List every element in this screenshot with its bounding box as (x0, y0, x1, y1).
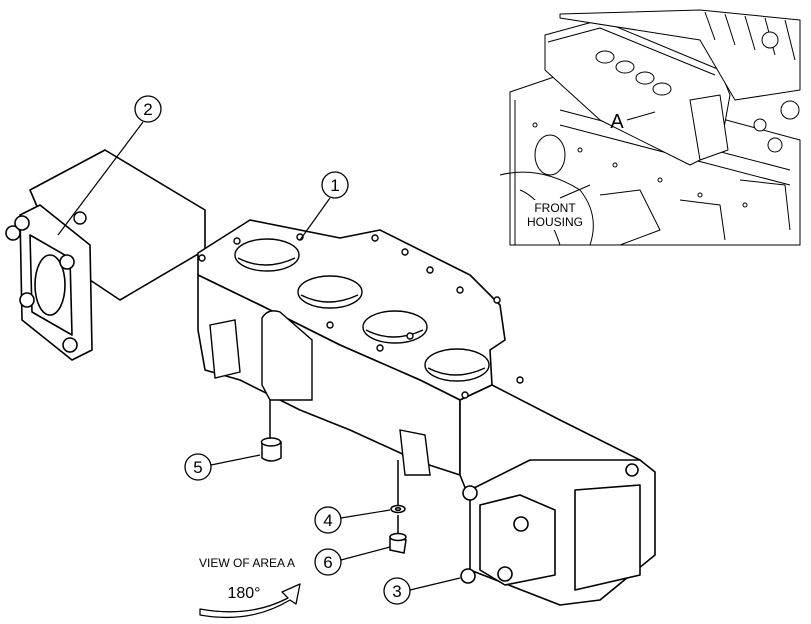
rotation-label: 180° (227, 585, 260, 602)
bolt-part-6 (389, 515, 407, 554)
callout-6: 6 (314, 546, 391, 576)
washer-part-4 (390, 460, 406, 514)
inset-locator-view: A FRONT HOUSING (486, 6, 804, 246)
callout-1: 1 (299, 171, 349, 241)
manifold-top-features (73, 211, 524, 399)
callout-3: 3 (383, 577, 461, 605)
callout-4: 4 (314, 506, 391, 534)
callout-1-label: 1 (330, 176, 339, 195)
front-housing-label-line2: HOUSING (527, 215, 583, 229)
front-housing-label-line1: FRONT (534, 201, 576, 215)
callout-5: 5 (184, 453, 261, 481)
callout-4-label: 4 (323, 511, 332, 530)
callout-3-label: 3 (392, 582, 401, 601)
callout-6-label: 6 (323, 553, 332, 572)
callout-2: 2 (57, 95, 162, 236)
front-flange (460, 459, 656, 606)
callout-2-label: 2 (143, 100, 152, 119)
inset-area-letter: A (610, 111, 624, 133)
rear-flange (5, 204, 93, 361)
rotation-arrow-icon (199, 583, 301, 619)
callout-5-label: 5 (193, 458, 202, 477)
view-of-area-label: VIEW OF AREA A (199, 556, 295, 570)
manifold-side-bosses (209, 310, 431, 476)
view-rotation-note: VIEW OF AREA A 180° (199, 556, 301, 619)
plug-part-5 (260, 400, 282, 462)
